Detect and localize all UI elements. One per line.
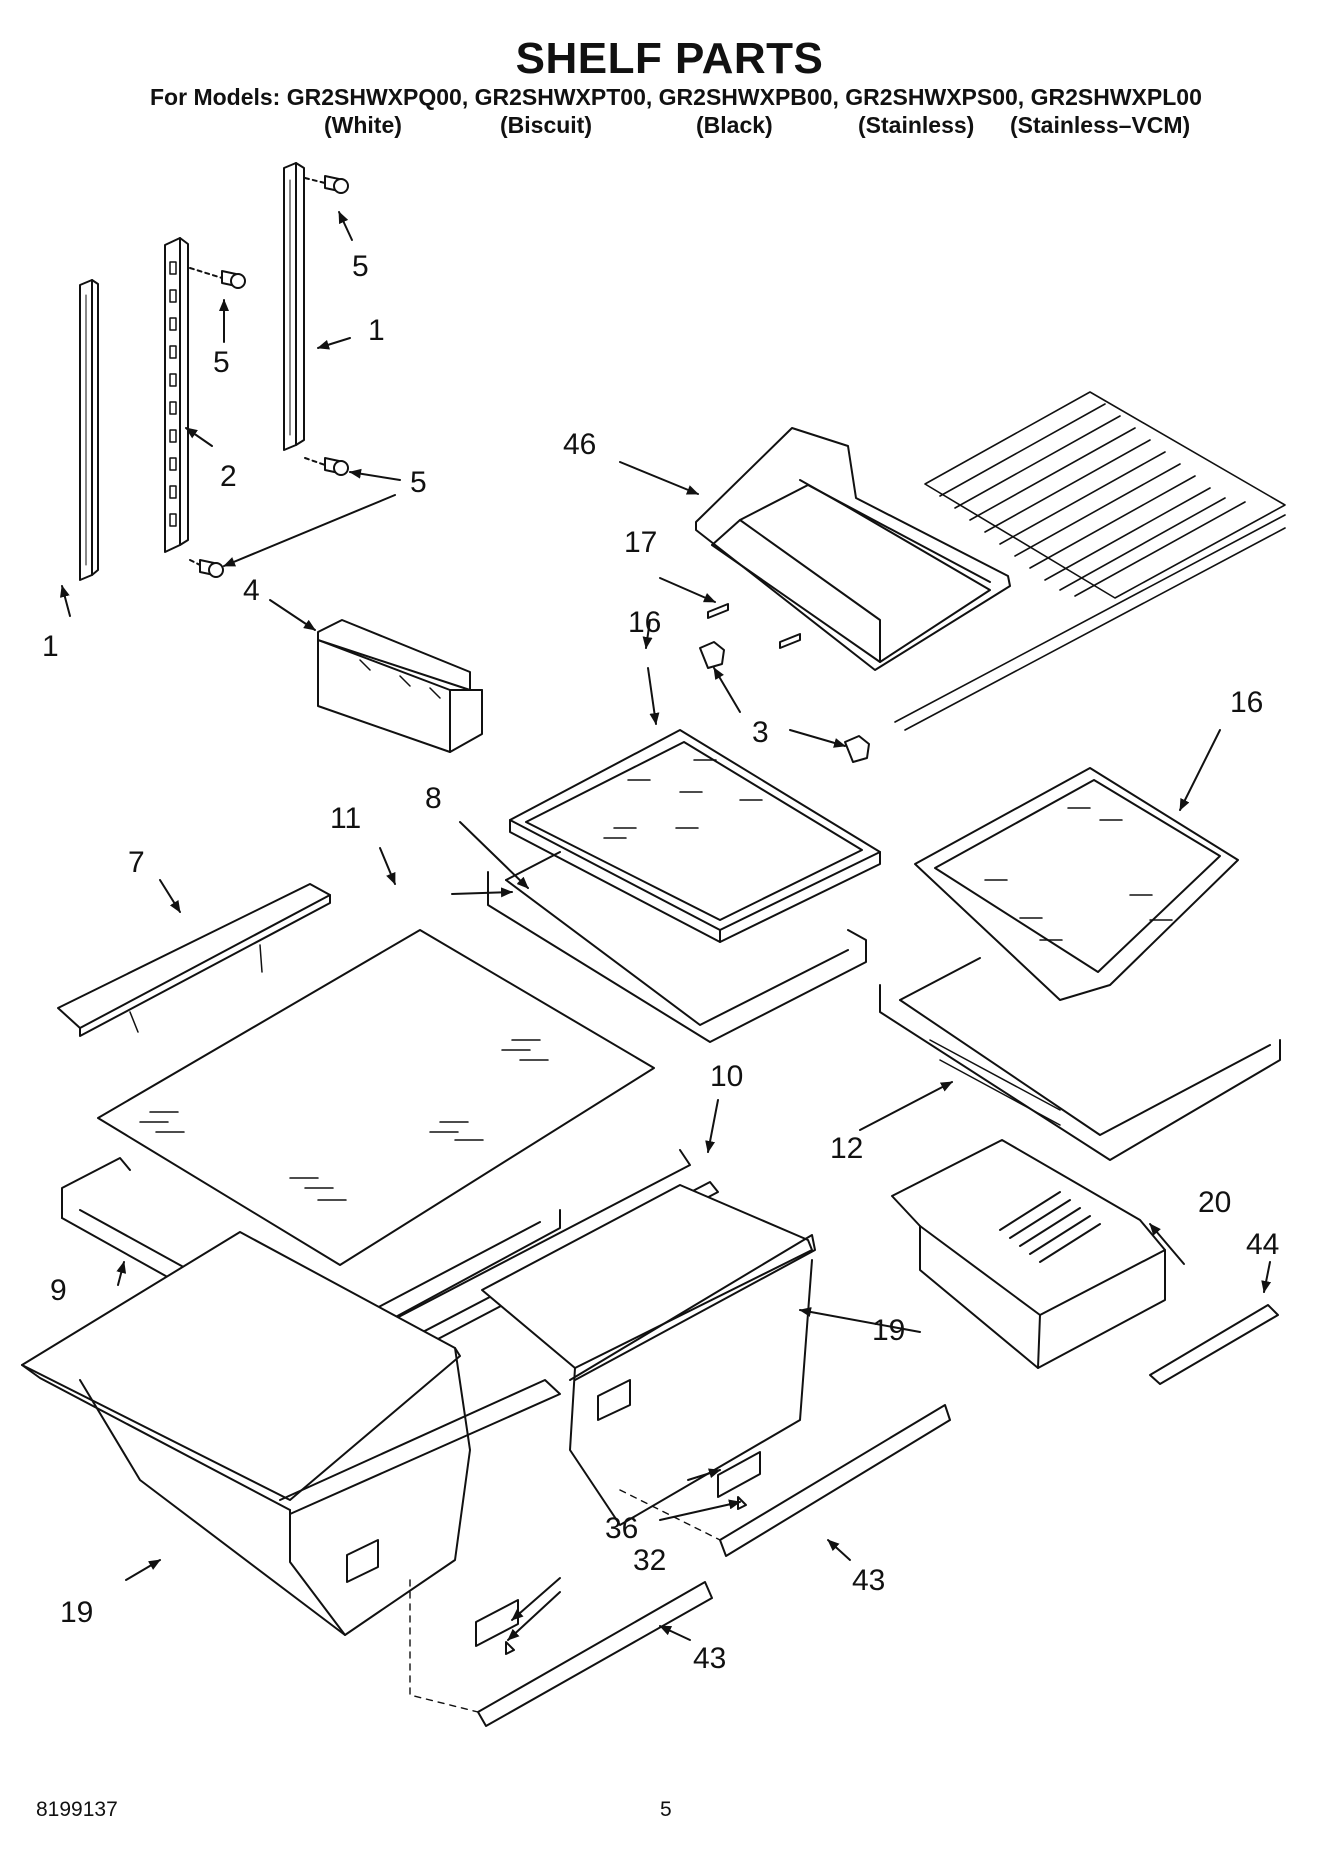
- finish-stainless-vcm: (Stainless–VCM): [1010, 112, 1191, 138]
- callout-12: 12: [830, 1132, 863, 1165]
- part-17-pins: [707, 603, 801, 649]
- callout-3: 3: [752, 716, 769, 749]
- part-4-bin: [317, 619, 483, 753]
- finish-stainless: (Stainless): [858, 112, 975, 138]
- callout-19-right: 19: [872, 1314, 905, 1347]
- callout-1-right: 1: [368, 314, 385, 347]
- part-5-screws: [189, 175, 349, 578]
- callout-numbers: 1 1 2 3 4 5 5 5 7 8 9 10 11 12 16 16 17 …: [42, 250, 1279, 1675]
- document-number: 8199137: [36, 1798, 118, 1821]
- callout-19-left: 19: [60, 1596, 93, 1629]
- part-44-strip: [1149, 1304, 1279, 1385]
- part-2-rail: [164, 237, 189, 553]
- callout-43-left: 43: [693, 1642, 726, 1675]
- callout-2: 2: [220, 460, 237, 493]
- callout-43-right: 43: [852, 1564, 885, 1597]
- finish-white: (White): [324, 112, 402, 138]
- part-7-cover: [57, 883, 331, 1037]
- part-12-frame: [879, 957, 1281, 1161]
- part-46-bin: [695, 427, 1011, 671]
- callout-32: 32: [633, 1544, 666, 1577]
- leader-lines: [60, 211, 1272, 1641]
- part-1-rail-right: [283, 162, 305, 451]
- part-36-32-clips: [475, 1451, 761, 1655]
- part-16-shelf-left: [509, 729, 881, 943]
- finish-biscuit: (Biscuit): [500, 112, 592, 138]
- callout-5-low: 5: [410, 466, 427, 499]
- callout-11: 11: [330, 802, 361, 835]
- part-11-glass: [97, 929, 655, 1266]
- callout-16-right: 16: [1230, 686, 1263, 719]
- part-1-rail-left: [79, 279, 99, 581]
- wire-shelf: [894, 391, 1286, 731]
- part-16-shelf-right: [914, 767, 1239, 1001]
- callout-17: 17: [624, 526, 657, 559]
- callout-9: 9: [50, 1274, 67, 1307]
- part-3-clips: [699, 641, 870, 763]
- callout-5-mid: 5: [213, 346, 230, 379]
- callout-36: 36: [605, 1512, 638, 1545]
- callout-4: 4: [243, 574, 260, 607]
- models-line: For Models: GR2SHWXPQ00, GR2SHWXPT00, GR…: [150, 84, 1202, 110]
- part-19-crisper-left: [21, 1231, 561, 1636]
- part-19-crisper-right: [481, 1184, 816, 1526]
- finish-black: (Black): [696, 112, 773, 138]
- guide-lines: [409, 1489, 721, 1713]
- callout-5-top: 5: [352, 250, 369, 283]
- part-20-tray: [891, 1139, 1166, 1369]
- callout-10: 10: [710, 1060, 743, 1093]
- callout-20: 20: [1198, 1186, 1231, 1219]
- callout-1-left: 1: [42, 630, 59, 663]
- callout-7: 7: [128, 846, 145, 879]
- callout-8: 8: [425, 782, 442, 815]
- page-title: SHELF PARTS: [515, 34, 824, 83]
- page-number: 5: [660, 1798, 672, 1821]
- callout-44: 44: [1246, 1228, 1279, 1261]
- part-43-strips: [477, 1404, 951, 1727]
- callout-46: 46: [563, 428, 596, 461]
- callout-16-left: 16: [628, 606, 661, 639]
